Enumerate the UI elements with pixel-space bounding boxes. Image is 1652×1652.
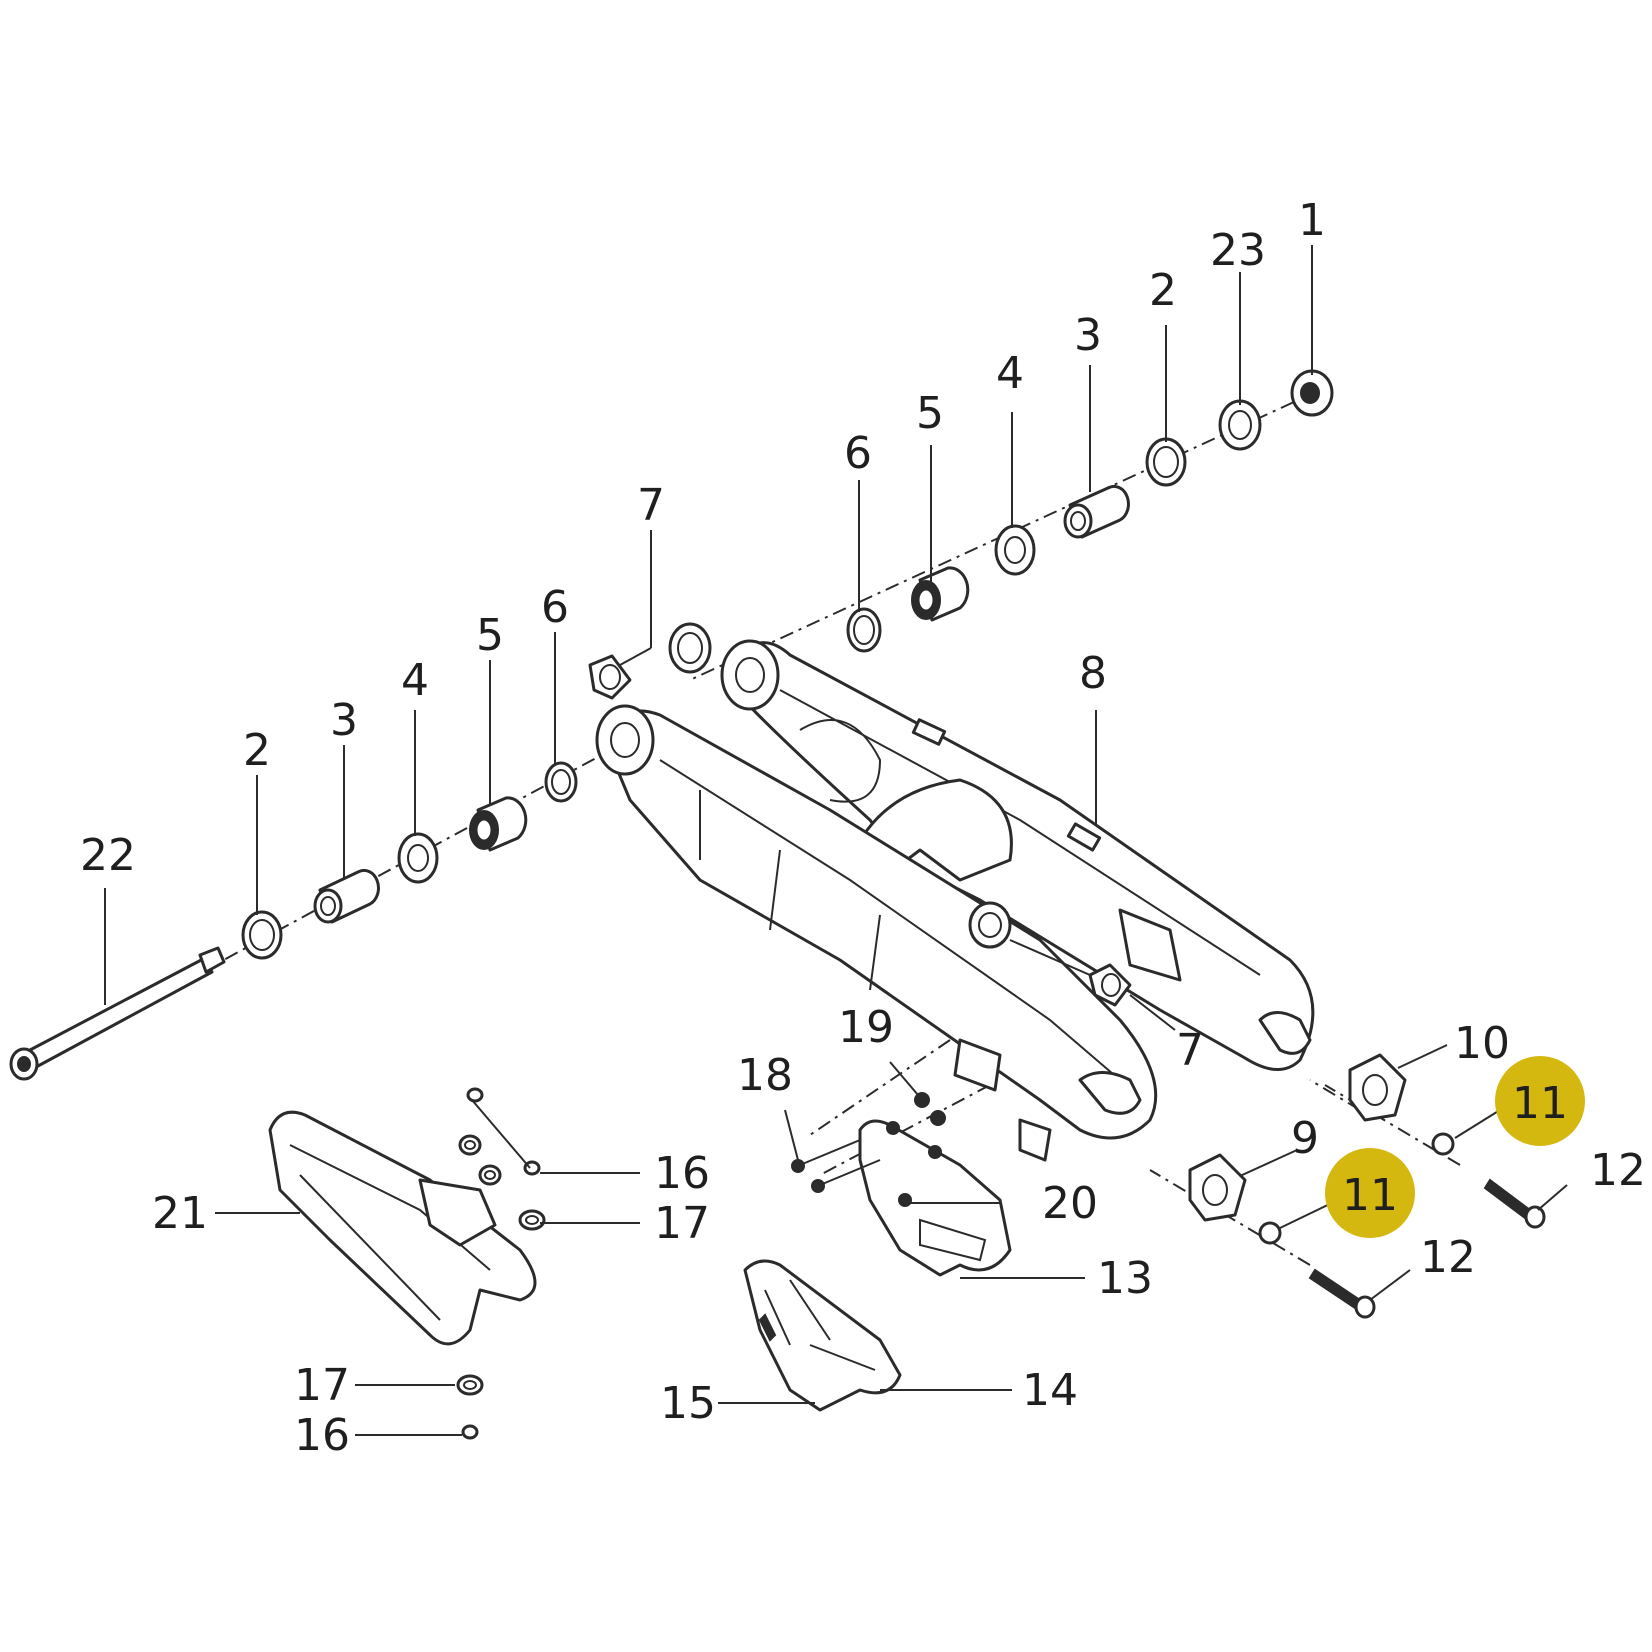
callout-1: 1	[1298, 195, 1326, 246]
adjuster-bolt-right	[1483, 1178, 1546, 1229]
callout-2-upper: 2	[1149, 265, 1177, 316]
swingarm-body	[595, 639, 1315, 1162]
dust-seal-upper	[1145, 437, 1187, 487]
callout-16-upper: 16	[654, 1148, 710, 1199]
pivot-washer	[1218, 399, 1262, 451]
dust-seal-lower	[241, 910, 283, 960]
callout-4-upper: 4	[996, 348, 1024, 399]
callout-20: 20	[1042, 1178, 1098, 1229]
chain-guide-slider	[743, 1259, 902, 1412]
callout-4-lower: 4	[401, 655, 429, 706]
callout-12-right: 12	[1590, 1145, 1646, 1196]
highlight-circle-11-right	[1495, 1056, 1585, 1146]
callout-6-upper: 6	[844, 428, 872, 479]
callout-labels: 1 23 2 3 4 5 6 7 6 5 4 3 2 22 8 7 10 11 …	[80, 195, 1646, 1461]
adjuster-nut-right	[1431, 1132, 1455, 1156]
callout-7-upper: 7	[637, 480, 665, 531]
thrust-washer-lower	[397, 832, 439, 884]
callout-3-upper: 3	[1074, 310, 1102, 361]
chain-adjuster-right	[1348, 1053, 1407, 1122]
callout-9: 9	[1291, 1113, 1319, 1164]
slider-screw-set	[456, 1087, 546, 1440]
callout-5-lower: 5	[476, 610, 504, 661]
chain-adjuster-left	[1188, 1153, 1247, 1222]
callout-11-right: 11	[1512, 1078, 1568, 1129]
callout-17-upper: 17	[654, 1198, 710, 1249]
adjuster-nut-left	[1258, 1221, 1282, 1245]
adjuster-bolt-left	[1308, 1268, 1376, 1319]
callout-16-lower: 16	[294, 1410, 350, 1461]
guide-nut-pair	[914, 1092, 946, 1126]
callout-15: 15	[660, 1378, 716, 1429]
callout-17-lower: 17	[294, 1360, 350, 1411]
highlight-circle-11-left	[1325, 1148, 1415, 1238]
callout-18: 18	[737, 1050, 793, 1101]
lower-pivot-stack	[241, 654, 632, 960]
chain-guide-bracket	[858, 1119, 1012, 1277]
callout-12-left: 12	[1420, 1232, 1476, 1283]
callout-13: 13	[1097, 1253, 1153, 1304]
needle-bearing-upper	[911, 566, 970, 622]
pivot-nut	[1290, 369, 1334, 417]
pivot-shaft	[9, 946, 226, 1081]
callout-2-lower: 2	[243, 725, 271, 776]
callout-8: 8	[1079, 648, 1107, 699]
bushing-lower	[313, 868, 380, 924]
callout-19: 19	[838, 1002, 894, 1053]
pivot-cap-upper	[668, 622, 712, 674]
callout-6-lower: 6	[541, 582, 569, 633]
guide-bolt-pair	[791, 1139, 881, 1193]
pivot-cap-arm	[968, 901, 1132, 1007]
callout-22: 22	[80, 830, 136, 881]
callout-7-lower: 7	[1176, 1025, 1204, 1076]
thrust-washer-upper	[994, 524, 1036, 576]
needle-bearing-lower	[469, 796, 528, 852]
circlip-lower	[544, 761, 578, 803]
callout-10: 10	[1454, 1018, 1510, 1069]
callout-23: 23	[1210, 225, 1266, 276]
bushing-upper	[1063, 484, 1130, 539]
circlip-upper	[846, 607, 882, 653]
chain-slider	[268, 1110, 537, 1346]
callout-5-upper: 5	[916, 388, 944, 439]
leader-lines	[104, 245, 1568, 1436]
pivot-cap-lower	[588, 654, 632, 700]
callout-11-left: 11	[1342, 1170, 1398, 1221]
callout-21: 21	[152, 1188, 208, 1239]
upper-pivot-stack	[668, 369, 1334, 674]
callout-3-lower: 3	[330, 695, 358, 746]
callout-14: 14	[1022, 1365, 1078, 1416]
